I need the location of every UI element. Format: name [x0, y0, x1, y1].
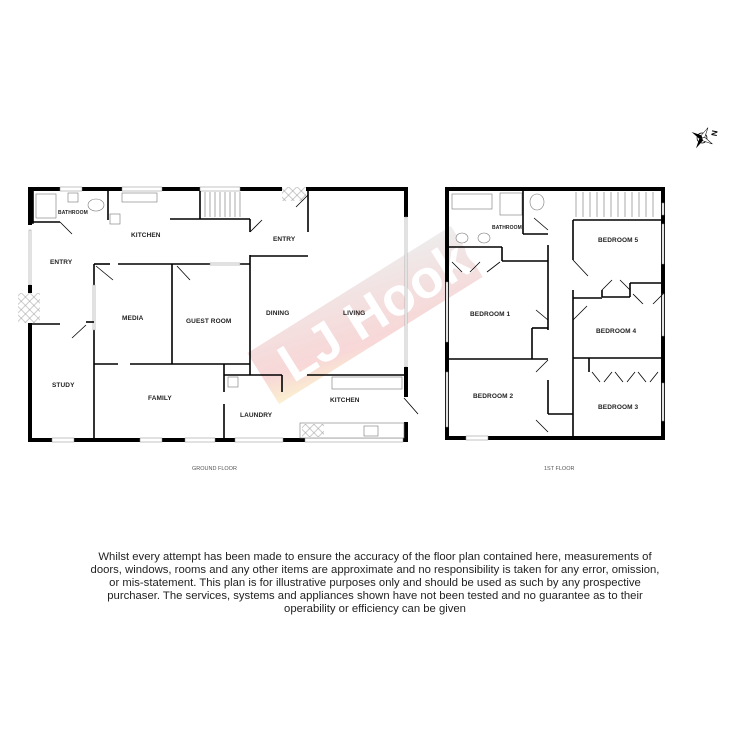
first-floor-plan: BATHROOM BEDROOM 5 BEDROOM 1 [445, 187, 665, 472]
room-label-bedroom-3: BEDROOM 3 [598, 404, 639, 411]
room-label-entry-right: ENTRY [273, 236, 296, 243]
room-label-bedroom-2: BEDROOM 2 [473, 393, 514, 400]
room-label-bedroom-1: BEDROOM 1 [470, 311, 511, 318]
first-floor-label: 1ST FLOOR [544, 466, 574, 472]
room-label-family: FAMILY [148, 395, 172, 402]
compass-north-label: N [710, 129, 720, 136]
room-label-guest-room: GUEST ROOM [186, 318, 231, 325]
room-label-media: MEDIA [122, 315, 144, 322]
room-label-kitchen-top: KITCHEN [131, 232, 161, 239]
room-label-bathroom: BATHROOM [58, 210, 88, 216]
watermark-text: LJ Hooker [268, 203, 524, 394]
room-label-study: STUDY [52, 382, 75, 389]
ground-floor-plan: BATHROOM KITCHEN ENTRY MEDIA GUEST ROOM [18, 186, 419, 472]
room-label-laundry: LAUNDRY [240, 412, 273, 419]
room-label-living: LIVING [343, 310, 365, 317]
disclaimer-text: Whilst every attempt has been made to en… [90, 551, 660, 615]
room-label-bedroom-4: BEDROOM 4 [596, 328, 637, 335]
compass-rose-icon [691, 127, 713, 149]
room-label-kitchen-bottom: KITCHEN [330, 397, 360, 404]
room-label-dining: DINING [266, 310, 289, 317]
room-label-bedroom-5: BEDROOM 5 [598, 237, 639, 244]
room-label-entry-left: ENTRY [50, 259, 73, 266]
ground-floor-label: GROUND FLOOR [192, 466, 237, 472]
first-floor-bathroom-label: BATHROOM [492, 225, 522, 231]
